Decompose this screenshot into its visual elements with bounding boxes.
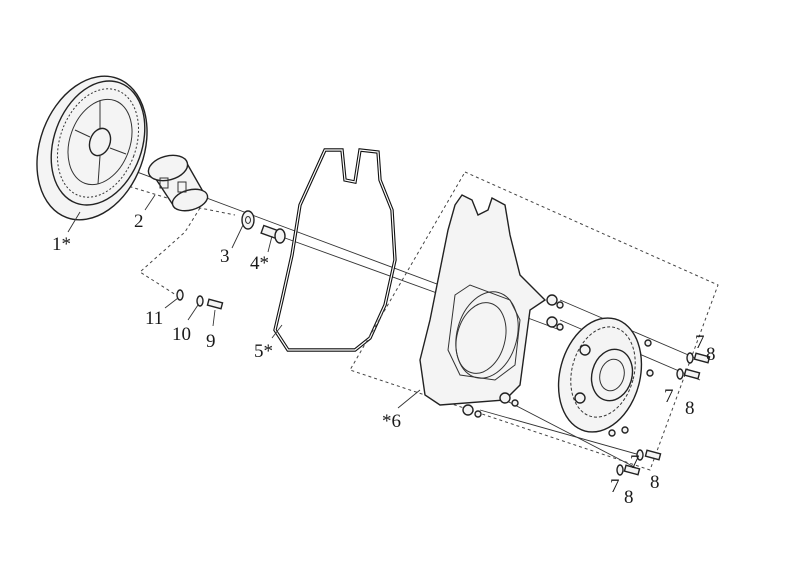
washer-bolt-set-middle [676,368,701,380]
gasket [273,148,397,352]
callout-leaders [67,194,421,409]
callout-7-lower-a: 7 [630,452,640,473]
flywheel [36,75,148,221]
callout-7-lower-b: 7 [610,476,620,497]
small-fastener-set [176,289,224,310]
callout-labels: 1* 2 3 4* 5* *6 7 8 7 8 7 8 7 8 9 10 11 [52,211,716,508]
callout-3: 3 [220,246,230,267]
callout-8-lower-b: 8 [624,487,634,508]
callout-5: 5* [254,341,273,362]
washer [241,210,255,230]
callout-2: 2 [134,211,144,232]
callout-1: 1* [52,234,71,255]
callout-8-upper: 8 [706,344,716,365]
washer-bolt-set-lower-b [616,464,641,476]
callout-7-middle: 7 [664,386,674,407]
flywheel-nut [260,224,286,244]
callout-9: 9 [206,331,216,352]
callout-8-lower-a: 8 [650,472,660,493]
callout-11: 11 [145,308,163,329]
callout-7-upper: 7 [695,332,705,353]
washer-bolt-set-upper [686,352,711,364]
washer-bolt-set-lower-a [636,449,662,461]
callout-4: 4* [250,253,269,274]
callout-6: *6 [382,411,401,432]
fan-housing-group [349,171,719,471]
housing-bolts [462,294,654,437]
fan-cup [147,154,209,212]
callout-8-middle: 8 [685,398,695,419]
callout-10: 10 [172,324,191,345]
